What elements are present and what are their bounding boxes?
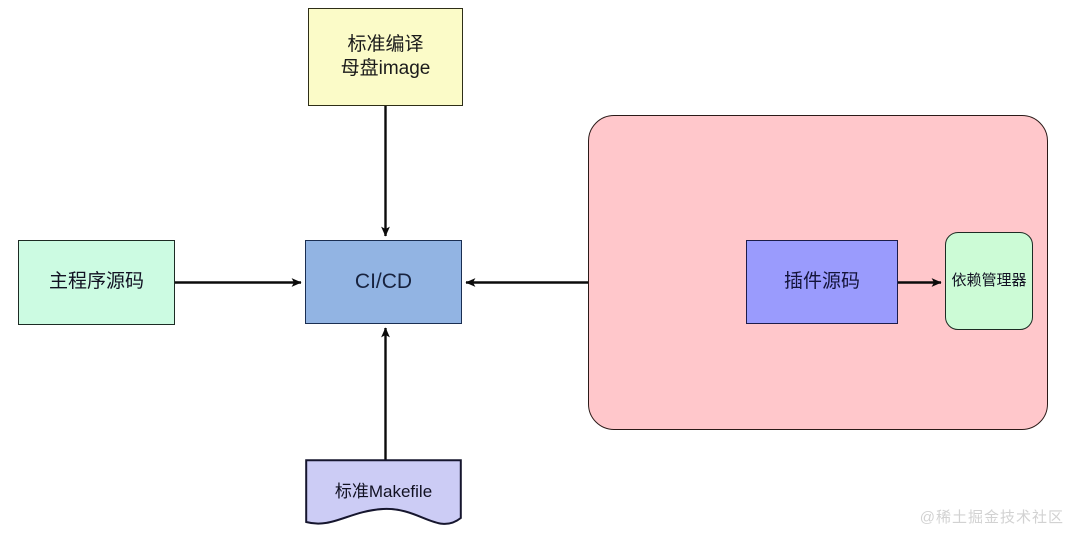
document-shape-icon — [305, 459, 462, 525]
node-standard-build-image-label: 标准编译 母盘image — [340, 33, 431, 79]
node-plugin-source-label: 插件源码 — [783, 270, 860, 292]
node-standard-build-image[interactable]: 标准编译 母盘image — [308, 8, 463, 106]
node-dependency-manager[interactable]: 依赖管理器 — [945, 232, 1033, 330]
node-plugin-source[interactable]: 插件源码 — [746, 240, 898, 324]
watermark: @稀土掘金技术社区 — [919, 509, 1064, 526]
node-cicd-label: CI/CD — [354, 269, 413, 293]
node-cicd[interactable]: CI/CD — [305, 240, 462, 324]
node-dependency-manager-label: 依赖管理器 — [951, 272, 1027, 290]
node-main-program-source-label: 主程序源码 — [48, 271, 144, 293]
node-main-program-source[interactable]: 主程序源码 — [18, 240, 175, 325]
node-standard-makefile-label: 标准Makefile — [334, 482, 433, 501]
node-standard-makefile[interactable]: 标准Makefile — [305, 459, 462, 535]
